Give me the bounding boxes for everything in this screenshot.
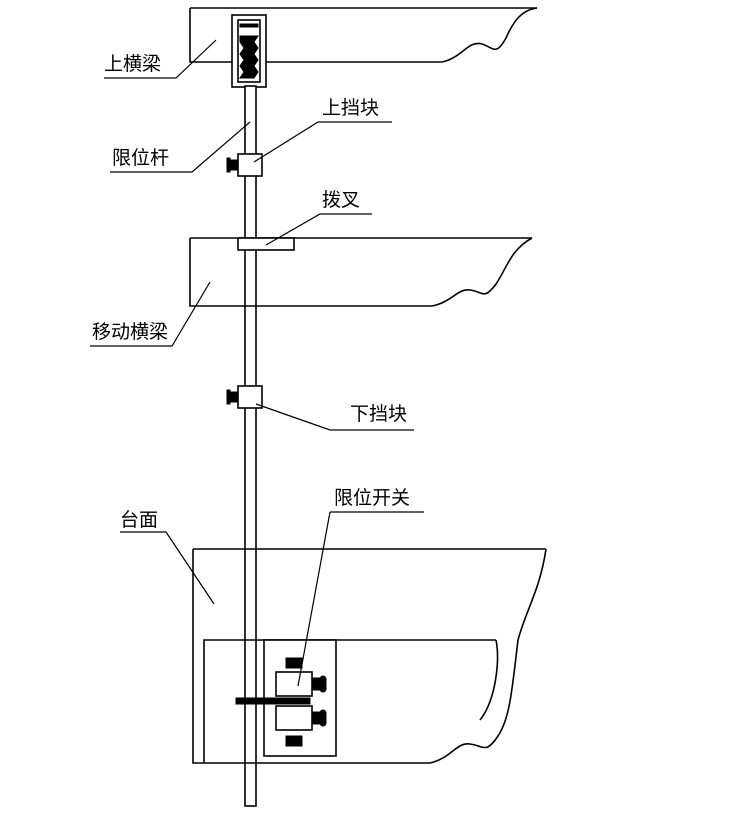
leader-lines bbox=[90, 39, 424, 687]
label-lower-stop: 下挡块 bbox=[350, 403, 407, 425]
spring-buffer bbox=[231, 14, 267, 88]
upper-stop-block bbox=[226, 153, 263, 177]
label-upper-stop: 上挡块 bbox=[322, 97, 379, 119]
lower-stop-block bbox=[226, 385, 263, 409]
upper-beam bbox=[189, 7, 538, 63]
label-moving-beam: 移动横梁 bbox=[92, 321, 168, 343]
label-table: 台面 bbox=[120, 509, 158, 531]
label-limit-rod: 限位杆 bbox=[112, 147, 169, 169]
fork bbox=[237, 237, 295, 251]
label-fork: 拨叉 bbox=[322, 189, 360, 211]
label-limit-switch: 限位开关 bbox=[334, 487, 410, 509]
limit-switch bbox=[235, 639, 337, 757]
limit-rod bbox=[244, 85, 257, 807]
table bbox=[192, 548, 547, 764]
label-upper-beam: 上横梁 bbox=[104, 53, 161, 75]
moving-beam bbox=[189, 237, 533, 307]
